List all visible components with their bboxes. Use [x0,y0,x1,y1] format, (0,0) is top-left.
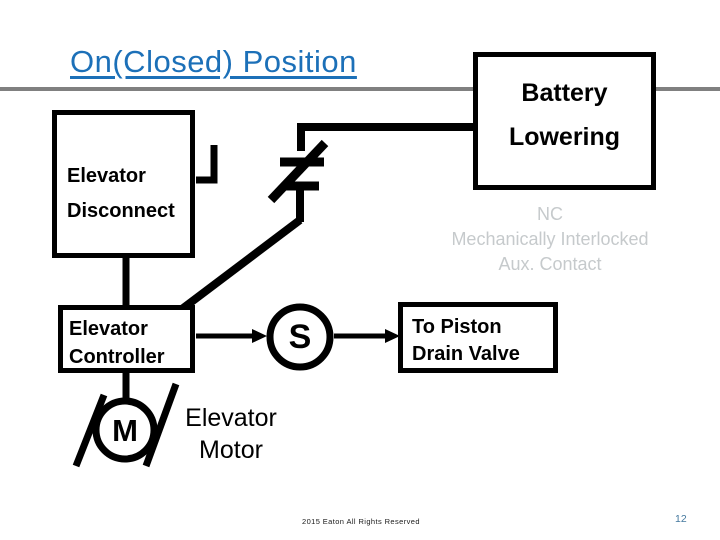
nc-contact-symbol [267,139,329,204]
motor-label-line1: Elevator [185,404,277,432]
elevator-disconnect-box: Elevator Disconnect [52,110,195,258]
page-number: 12 [675,513,687,525]
copyright-text: 2015 Eaton All Rights Reserved [302,517,420,526]
divider-line [0,87,720,91]
motor-letter: M [112,413,138,448]
nc-label-line3: Aux. Contact [498,254,602,274]
disconnect-label-line1: Elevator [67,165,146,187]
arrowhead-valve [385,329,400,343]
nc-aux-contact-label: NC Mechanically Interlocked Aux. Contact [438,202,662,277]
elevator-controller-box: Elevator Controller [58,305,195,373]
valve-label-line2: Drain Valve [412,343,520,365]
wire-contact-to-battery [297,123,473,151]
motor-circle [92,397,158,463]
solenoid-letter: S [288,318,312,356]
battery-lowering-box: Battery Lowering [473,52,656,190]
controller-label-line2: Controller [69,346,165,368]
solenoid-circle [266,303,334,371]
piston-drain-valve-box: To Piston Drain Valve [398,302,558,373]
contact-blade-slash [267,139,329,204]
motor-label-line2: Motor [199,436,263,464]
valve-label-line1: To Piston [412,316,502,338]
arrowhead-solenoid [252,329,267,343]
nc-label-line2: Mechanically Interlocked [451,229,649,249]
page-title: On(Closed) Position [70,44,357,79]
battery-label-line2: Lowering [508,123,621,151]
battery-label-line1: Battery [521,79,608,107]
motor-slash-left [72,393,108,468]
nc-label-line1: NC [537,204,563,224]
controller-label-line1: Elevator [69,318,148,340]
disconnect-blade-symbol [196,145,218,184]
disconnect-label-line2: Disconnect [67,200,175,222]
elevator-motor-label: Elevator Motor [166,402,296,466]
motor-slash-right [142,382,180,468]
wire-contact-to-controller [179,216,303,313]
